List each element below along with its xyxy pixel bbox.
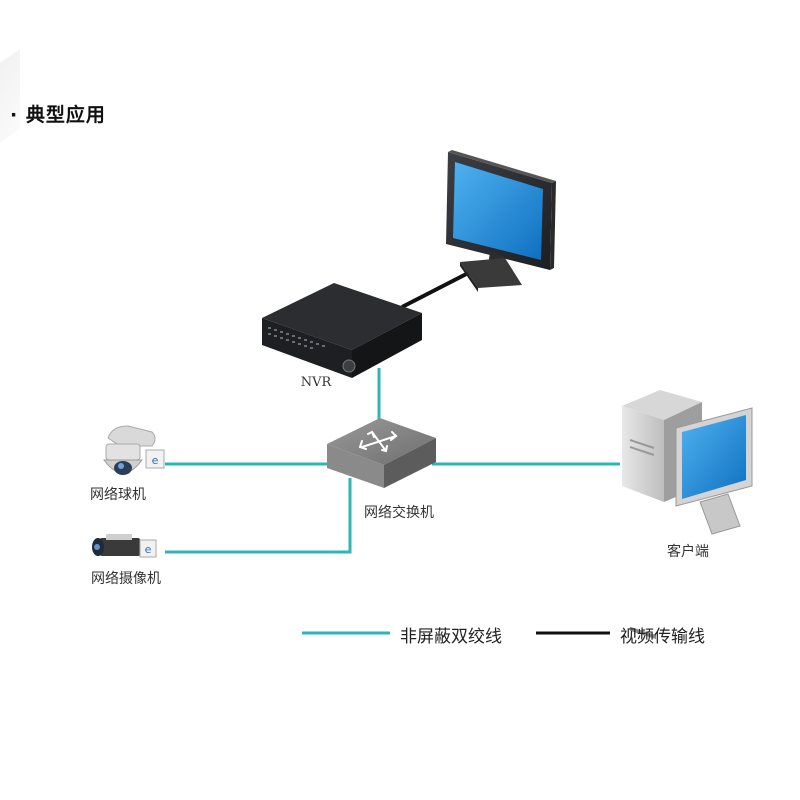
nvr-label: NVR xyxy=(301,375,333,390)
legend-utp-label: 非屏蔽双绞线 xyxy=(400,627,502,647)
dome-camera-label: 网络球机 xyxy=(90,487,146,503)
switch-arrows-icon xyxy=(358,430,398,453)
client-label: 客户端 xyxy=(667,543,709,560)
box-camera-label: 网络摄像机 xyxy=(91,571,161,587)
dome-camera-icon: e xyxy=(103,425,165,475)
utp-cable-box-camera-switch xyxy=(165,478,352,554)
monitor-icon xyxy=(446,150,556,292)
legend-video-label: 视频传输线 xyxy=(620,627,705,647)
nvr-icon xyxy=(262,283,422,378)
section-title: · 典型应用 xyxy=(10,104,106,126)
svg-text:e: e xyxy=(145,543,152,556)
client-pc-icon xyxy=(622,390,753,640)
switch-label: 网络交换机 xyxy=(364,505,434,521)
box-camera-icon: e xyxy=(92,534,157,558)
connections xyxy=(165,266,620,554)
video-cable-nvr-monitor xyxy=(401,266,479,309)
network-switch-icon xyxy=(327,418,436,488)
svg-text:e: e xyxy=(152,454,159,467)
